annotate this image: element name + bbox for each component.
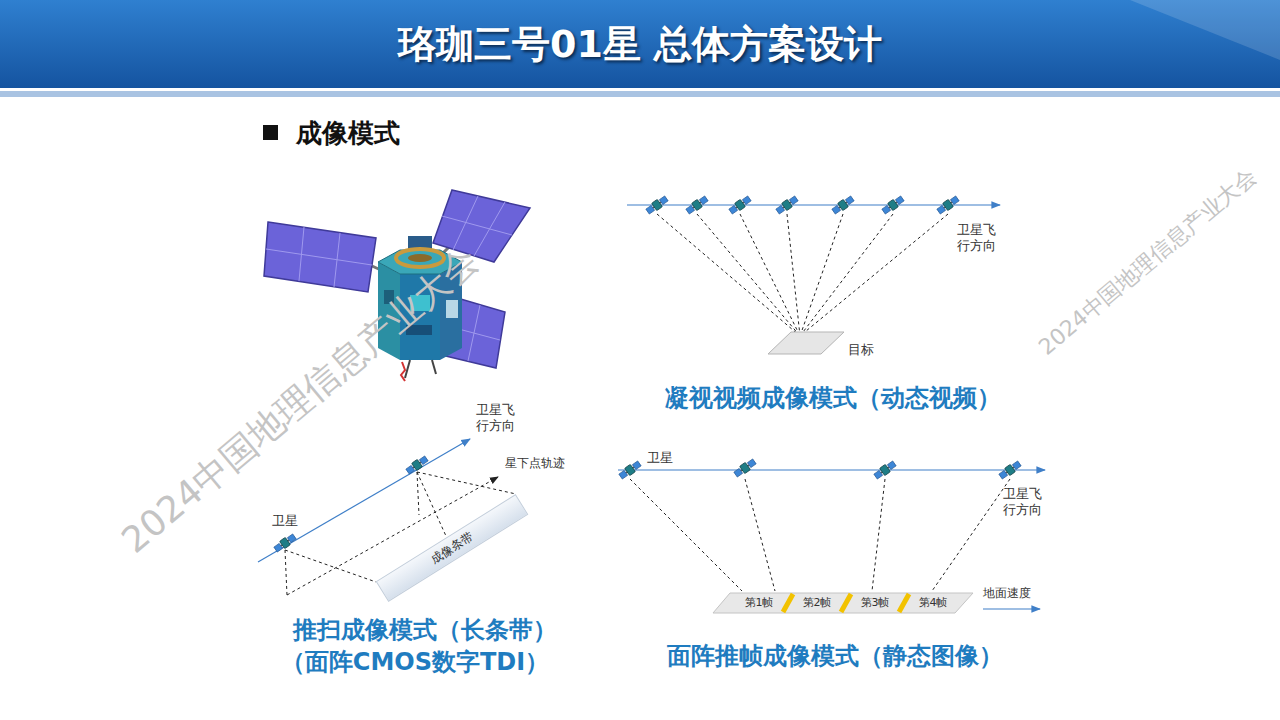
line-of-sight — [630, 479, 1010, 591]
section-heading: 成像模式 — [296, 118, 400, 149]
header-gap — [0, 88, 1280, 91]
frame-divider — [841, 594, 851, 612]
staring-mode-figure — [627, 195, 1000, 336]
mode-caption: （面阵CMOS数字TDI） — [281, 648, 549, 677]
ground-track-label: 星下点轨迹 — [505, 456, 565, 470]
frame-divider — [783, 594, 793, 612]
flight-line — [618, 469, 1045, 470]
satellite-icon — [273, 455, 429, 554]
frame-label: 第1帧 — [734, 592, 784, 614]
line-of-sight — [657, 214, 948, 336]
target-area-shape — [768, 332, 844, 354]
frame-label: 第4帧 — [908, 592, 958, 614]
imaging-strip: 成像条带 — [376, 494, 529, 602]
direction-label: 卫星飞行方向 — [476, 402, 518, 435]
mode-caption: 面阵推帧成像模式（静态图像） — [667, 642, 1003, 671]
direction-label: 卫星飞行方向 — [957, 222, 999, 255]
satellite-label: 卫星 — [647, 450, 673, 466]
strip-label: 成像条带 — [427, 528, 476, 567]
ground-speed-arrow — [983, 608, 1040, 609]
direction-label: 卫星飞行方向 — [1003, 486, 1045, 519]
frame-label: 第2帧 — [792, 592, 842, 614]
mode-caption: 推扫成像模式（长条带） — [293, 616, 557, 645]
mode-caption: 凝视视频成像模式（动态视频） — [665, 384, 1001, 413]
frame-mode-figure — [618, 458, 1045, 609]
frame-divider — [899, 594, 909, 612]
frame-label: 第3帧 — [850, 592, 900, 614]
satellite-illustration — [264, 190, 530, 381]
header-shine — [1130, 0, 1280, 60]
watermark: 2024中国地理信息产业大会 — [1034, 163, 1262, 361]
satellite-icon — [645, 195, 960, 216]
header-band — [0, 0, 1280, 88]
frame-strip: 第1帧第2帧第3帧第4帧 — [712, 592, 974, 614]
watermark: 2024中国地理信息产业大会 — [113, 238, 487, 561]
target-area: 目标 — [766, 330, 878, 362]
bullet-square — [263, 125, 278, 140]
header-stripe — [0, 91, 1280, 97]
header-bar — [0, 0, 1280, 97]
slide-title: 珞珈三号01星 总体方案设计 — [0, 0, 1280, 88]
satellite-icon — [618, 458, 1022, 481]
ground-speed-label: 地面速度 — [983, 586, 1031, 600]
target-label: 目标 — [848, 342, 874, 358]
solar-panel — [264, 222, 376, 292]
ground-strip-shape — [713, 593, 973, 613]
satellite-label: 卫星 — [272, 513, 298, 529]
